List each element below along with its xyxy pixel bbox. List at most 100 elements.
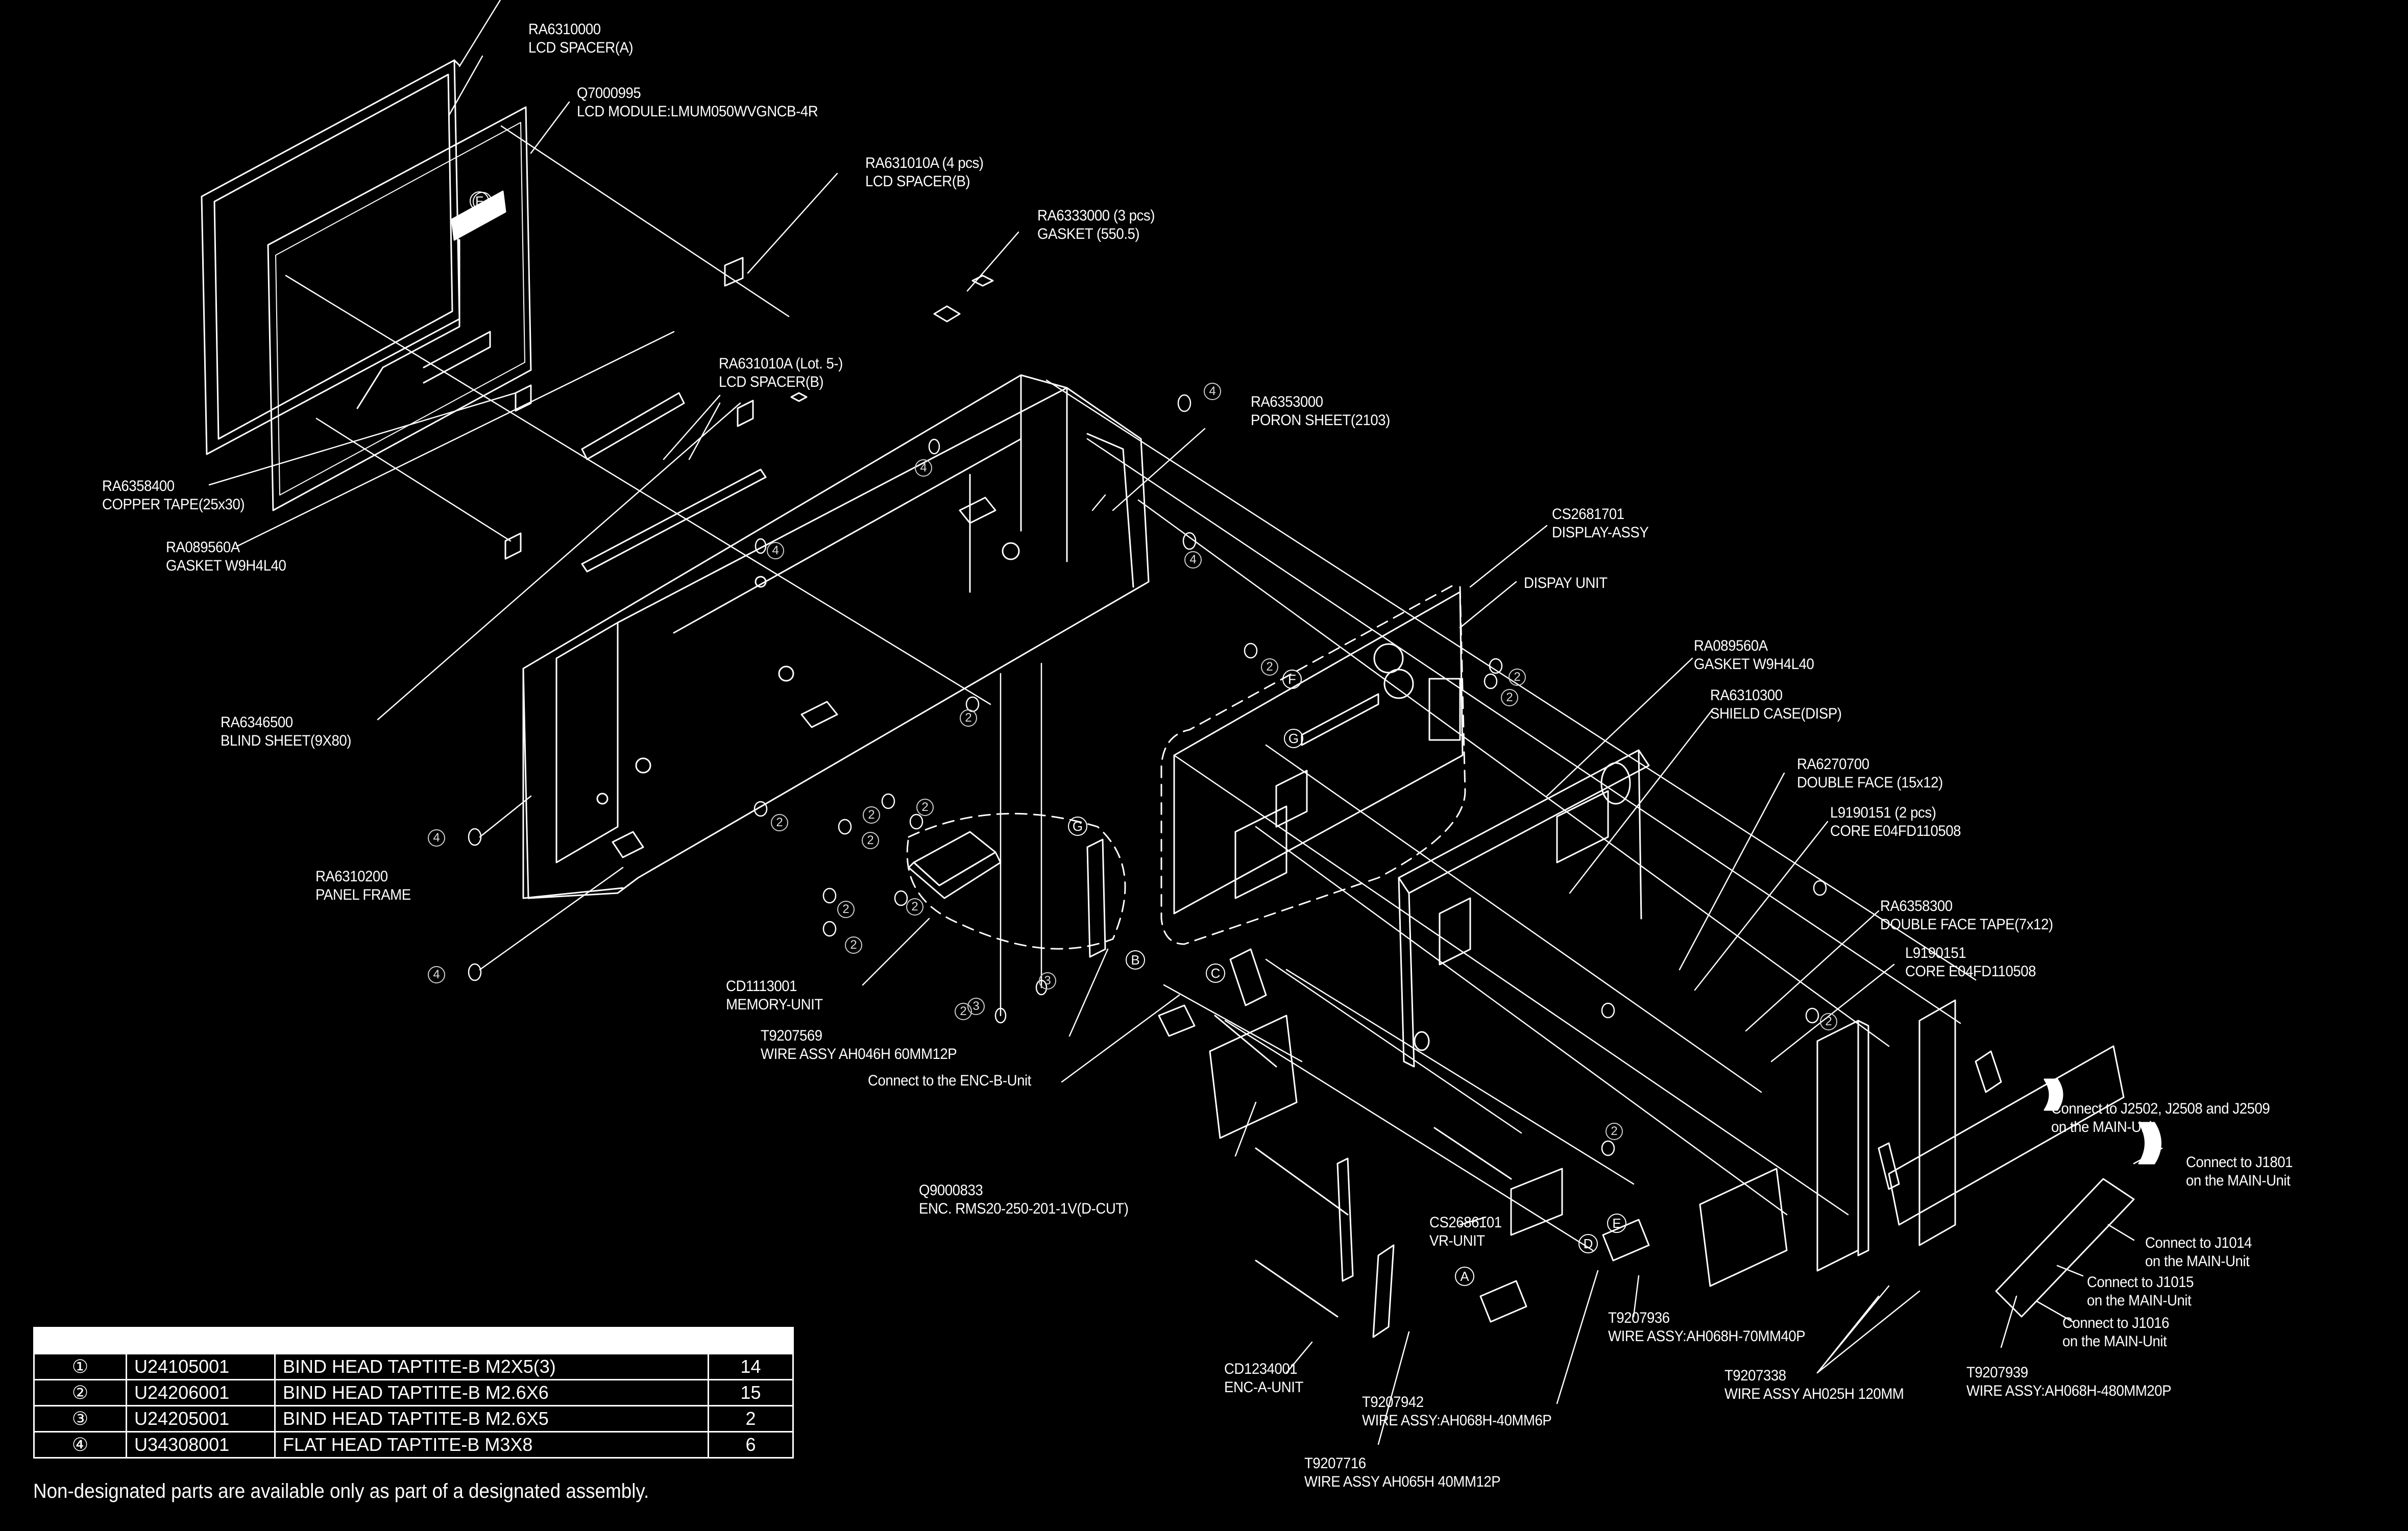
callout-wire-assy-480mm20p: T9207939 WIRE ASSY:AH068H-480MM20P bbox=[1966, 1364, 2172, 1400]
part-number: T9207939 bbox=[1966, 1364, 2028, 1381]
part-description: WIRE ASSY:AH068H-480MM20P bbox=[1966, 1382, 2172, 1399]
connector-marker-g-memory: G bbox=[1068, 817, 1087, 836]
screw-symbol: ② bbox=[33, 1379, 127, 1406]
part-description: DISPLAY-ASSY bbox=[1552, 524, 1649, 541]
connection-note: Connect to J1015 bbox=[2087, 1274, 2194, 1291]
part-description: BLIND SHEET(9X80) bbox=[221, 732, 352, 749]
part-number: T9207716 bbox=[1304, 1455, 1366, 1472]
part-number: RA6353000 bbox=[1251, 393, 1323, 410]
shield-case-part bbox=[1399, 750, 1649, 1067]
screw-description: BIND HEAD TAPTITE-B M2.6X6 bbox=[274, 1379, 709, 1406]
part-number: RA631010A (Lot. 5-) bbox=[719, 355, 843, 372]
part-description: VR-UNIT bbox=[1429, 1232, 1485, 1249]
callout-poron-sheet: RA6353000 PORON SHEET(2103) bbox=[1251, 393, 1390, 430]
connection-note: Connect to J1016 bbox=[2062, 1315, 2169, 1331]
part-number: CS2686101 bbox=[1429, 1214, 1502, 1231]
part-number: RA6358400 bbox=[102, 478, 175, 495]
table-row: ④ U34308001 FLAT HEAD TAPTITE-B M3X8 6 bbox=[33, 1431, 794, 1459]
part-number: RA089560A bbox=[166, 539, 240, 556]
screw-marker-2: 2 bbox=[1509, 669, 1526, 686]
part-description: MEMORY-UNIT bbox=[726, 996, 823, 1013]
connection-note: Connect to the ENC-B-Unit bbox=[868, 1072, 1031, 1089]
callout-display-unit: DISPAY UNIT bbox=[1524, 574, 1608, 592]
encoder-parts bbox=[1159, 949, 1899, 1337]
callout-vr-unit: CS2686101 VR-UNIT bbox=[1429, 1214, 1502, 1250]
part-number: Q9000833 bbox=[919, 1182, 983, 1199]
screw-qty: 2 bbox=[708, 1405, 794, 1433]
connector-marker-d: D bbox=[1578, 1234, 1598, 1253]
part-number: CS2681701 bbox=[1552, 506, 1624, 523]
part-description: WIRE ASSY:AH068H-40MM6P bbox=[1362, 1412, 1552, 1429]
callout-memory-unit: CD1113001 MEMORY-UNIT bbox=[726, 977, 823, 1014]
leader-lines bbox=[209, 0, 1205, 720]
screw-marker-4: 4 bbox=[1184, 551, 1202, 569]
screw-marker-2: 2 bbox=[960, 709, 977, 727]
part-description: GASKET W9H4L40 bbox=[166, 557, 286, 574]
connector-marker-f-board: F bbox=[1282, 670, 1302, 689]
part-number: Q7000995 bbox=[577, 85, 641, 102]
callout-encoder: Q9000833 ENC. RMS20-250-201-1V(D-CUT) bbox=[919, 1181, 1129, 1218]
screw-marker-4: 4 bbox=[428, 829, 445, 847]
part-number: RA6310200 bbox=[315, 868, 388, 885]
panel-frame-part bbox=[523, 375, 1149, 898]
part-number: RA6358300 bbox=[1880, 898, 1953, 915]
part-description: SHIELD CASE(DISP) bbox=[1710, 705, 1842, 722]
screw-marker-2: 2 bbox=[837, 901, 855, 918]
part-description: DOUBLE FACE (15x12) bbox=[1797, 774, 1943, 791]
part-number: RA089560A bbox=[1694, 637, 1768, 654]
screw-description: FLAT HEAD TAPTITE-B M3X8 bbox=[274, 1431, 709, 1459]
callout-wire-assy-ah025h: T9207338 WIRE ASSY AH025H 120MM bbox=[1724, 1367, 1904, 1403]
part-description: DOUBLE FACE TAPE(7x12) bbox=[1880, 916, 2053, 933]
screw-description: BIND HEAD TAPTITE-B M2X5(3) bbox=[274, 1353, 709, 1380]
connector-marker-b: B bbox=[1126, 950, 1145, 970]
part-description: LCD SPACER(B) bbox=[719, 374, 824, 390]
screw-marker-2: 2 bbox=[771, 814, 788, 831]
part-description: LCD MODULE:LMUM050WVGNCB-4R bbox=[577, 103, 818, 120]
screw-marker-2: 2 bbox=[1606, 1123, 1623, 1140]
callout-conn-j1801: Connect to J1801 on the MAIN-Unit bbox=[2186, 1153, 2293, 1190]
screw-symbol: ③ bbox=[33, 1405, 127, 1433]
part-description: PORON SHEET(2103) bbox=[1251, 412, 1390, 429]
callout-gasket-w9h4l40-left: RA089560A GASKET W9H4L40 bbox=[166, 538, 286, 575]
connector-marker-a: A bbox=[1455, 1267, 1474, 1286]
lcd-module-part bbox=[268, 107, 531, 510]
lcd-spacer-a-part bbox=[202, 60, 459, 454]
table-header-row bbox=[33, 1327, 794, 1354]
screw-marker-3: 3 bbox=[967, 998, 985, 1015]
connector-marker-c: C bbox=[1206, 964, 1225, 983]
callout-conn-j1016: Connect to J1016 on the MAIN-Unit bbox=[2062, 1314, 2169, 1351]
screw-parts-table: ① U24105001 BIND HEAD TAPTITE-B M2X5(3) … bbox=[33, 1327, 794, 1459]
callout-display-assy: CS2681701 DISPLAY-ASSY bbox=[1552, 505, 1649, 542]
part-description: CORE E04FD110508 bbox=[1830, 823, 1961, 839]
screw-marker-2: 2 bbox=[906, 898, 923, 916]
screw-marker-4: 4 bbox=[915, 459, 932, 477]
header-part-no bbox=[126, 1327, 276, 1354]
connector-marker-e: E bbox=[1607, 1214, 1626, 1233]
wire-assemblies bbox=[1480, 1000, 2161, 1322]
part-description: ENC-A-UNIT bbox=[1224, 1379, 1303, 1396]
callout-lcd-spacer-b-lot5: RA631010A (Lot. 5-) LCD SPACER(B) bbox=[719, 355, 843, 391]
screw-marker-4: 4 bbox=[1204, 383, 1221, 400]
part-description: GASKET (550.5) bbox=[1037, 226, 1140, 242]
part-description: WIRE ASSY AH065H 40MM12P bbox=[1304, 1473, 1501, 1490]
connection-target: on the MAIN-Unit bbox=[2145, 1253, 2250, 1270]
screw-part-no: U24205001 bbox=[126, 1405, 276, 1433]
callout-gasket-550: RA6333000 (3 pcs) GASKET (550.5) bbox=[1037, 207, 1155, 243]
screw-qty: 6 bbox=[708, 1431, 794, 1459]
part-number: RA6310000 bbox=[528, 21, 601, 38]
callout-lcd-module: Q7000995 LCD MODULE:LMUM050WVGNCB-4R bbox=[577, 84, 818, 121]
part-number: RA6310300 bbox=[1710, 687, 1783, 704]
part-description: LCD SPACER(B) bbox=[865, 173, 970, 190]
part-number: L9190151 (2 pcs) bbox=[1830, 804, 1936, 821]
screw-marker-2: 2 bbox=[862, 832, 879, 849]
screw-description: BIND HEAD TAPTITE-B M2.6X5 bbox=[274, 1405, 709, 1433]
part-description: CORE E04FD110508 bbox=[1905, 963, 2036, 980]
callout-wire-assy-ah065h: T9207716 WIRE ASSY AH065H 40MM12P bbox=[1304, 1454, 1501, 1491]
part-number: CD1113001 bbox=[726, 978, 797, 995]
part-description: DISPAY UNIT bbox=[1524, 575, 1608, 591]
callout-wire-assy-ah046h: T9207569 WIRE ASSY AH046H 60MM12P bbox=[761, 1027, 957, 1064]
callout-panel-frame: RA6310200 PANEL FRAME bbox=[315, 868, 411, 904]
callout-core: L9190151 CORE E04FD110508 bbox=[1905, 944, 2036, 981]
part-number: RA6270700 bbox=[1797, 756, 1869, 773]
connection-note: Connect to J2502, J2508 and J2509 bbox=[2051, 1100, 2270, 1117]
